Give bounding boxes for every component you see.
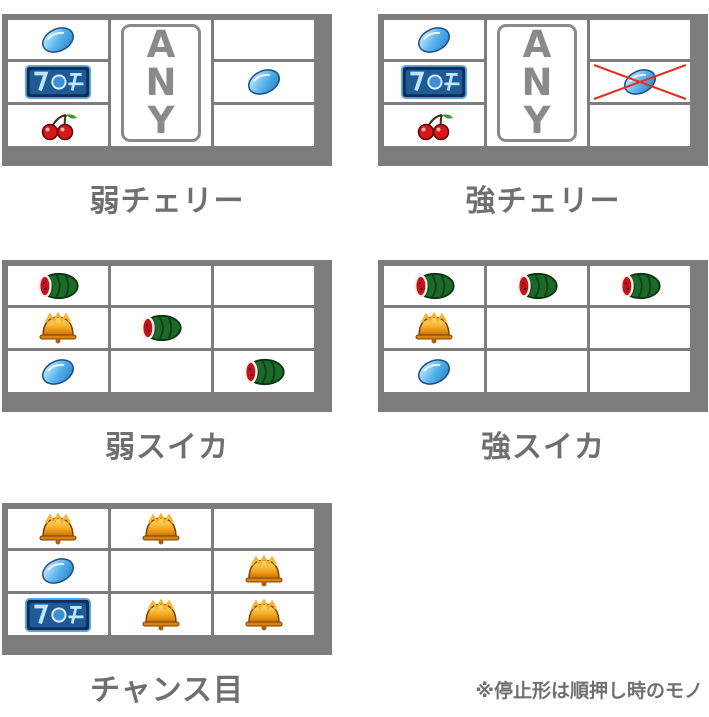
seven-icon xyxy=(24,597,92,636)
replay-icon xyxy=(36,25,80,59)
pattern-label: 弱スイカ xyxy=(105,430,229,465)
watermelon-icon xyxy=(514,271,560,305)
any-letter: A xyxy=(522,23,552,66)
watermelon-icon xyxy=(411,271,457,305)
seven-icon xyxy=(400,65,468,103)
reel-cell xyxy=(590,351,690,392)
watermelon-icon xyxy=(138,313,184,347)
watermelon-icon xyxy=(35,271,81,305)
replay-icon xyxy=(36,556,80,590)
any-letter: N xyxy=(521,61,553,104)
pattern-label: 弱チェリー xyxy=(89,184,245,219)
reel-grid xyxy=(2,260,332,412)
reel-grid xyxy=(378,260,708,412)
cherry-icon xyxy=(36,111,80,145)
bell-icon xyxy=(411,311,457,348)
reel-cell xyxy=(8,105,108,146)
reel-cell xyxy=(111,351,211,392)
any-letter: Y xyxy=(523,99,551,142)
bell-icon xyxy=(35,511,81,549)
any-letter: N xyxy=(145,61,177,104)
reel-cell xyxy=(590,105,690,146)
replay-icon xyxy=(412,357,456,391)
bell-icon xyxy=(241,597,287,635)
reel-cell xyxy=(214,105,314,146)
reel-cell xyxy=(487,308,587,348)
reel-cell xyxy=(214,509,314,548)
reel-cell xyxy=(590,308,690,348)
cherry-icon xyxy=(412,111,456,145)
pattern-label: 強スイカ xyxy=(481,430,605,465)
replay-icon xyxy=(412,25,456,59)
bell-icon xyxy=(241,554,287,591)
reel-cell xyxy=(111,551,211,591)
bell-icon xyxy=(138,597,184,635)
reel-cell xyxy=(384,105,484,146)
reel-cell xyxy=(214,308,314,348)
cross-mark-icon xyxy=(593,64,687,100)
seven-icon xyxy=(24,65,92,103)
bell-icon xyxy=(35,311,81,348)
replay-icon xyxy=(242,67,286,101)
any-letter: Y xyxy=(147,99,175,142)
reel-cell xyxy=(111,266,211,305)
reel-cell xyxy=(590,20,690,59)
bell-icon xyxy=(138,511,184,549)
reel-cell xyxy=(214,266,314,305)
reel-cell xyxy=(487,351,587,392)
watermelon-icon xyxy=(241,357,287,391)
watermelon-icon xyxy=(617,271,663,305)
reel-grid xyxy=(2,503,332,655)
pattern-label: 強チェリー xyxy=(465,184,621,219)
footnote: ※停止形は順押し時のモノ xyxy=(475,680,703,702)
reel-cell xyxy=(214,20,314,59)
pattern-label: チャンス目 xyxy=(89,673,245,708)
replay-icon xyxy=(36,357,80,391)
any-letter: A xyxy=(146,23,176,66)
